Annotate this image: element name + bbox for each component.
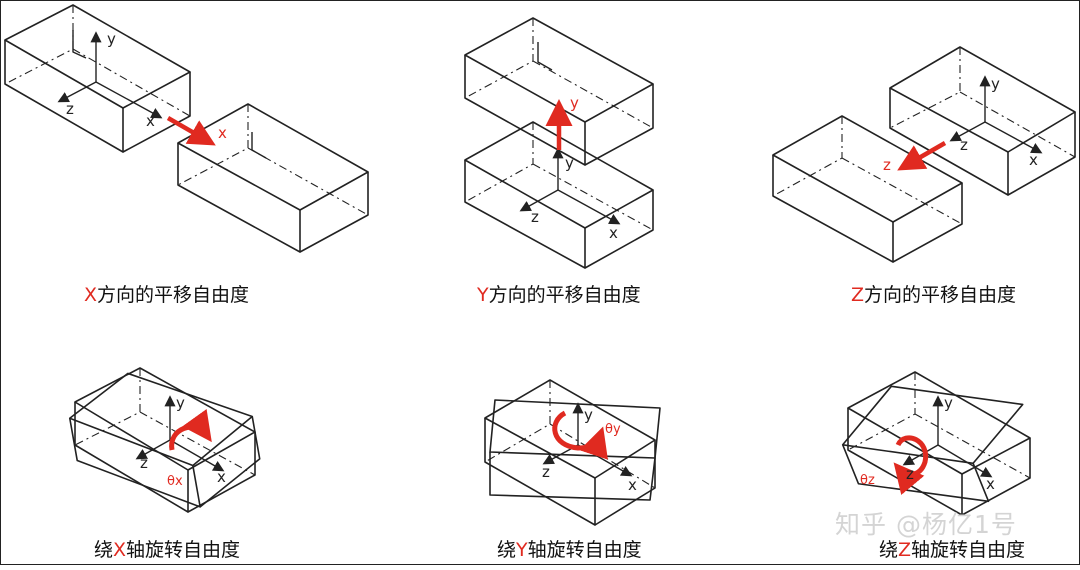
axis-label-x: x: [609, 224, 618, 242]
rotation-arrow-x: [169, 409, 212, 451]
box-moved: [772, 115, 963, 263]
theta-label-z: θz: [860, 473, 875, 488]
panel-y-translation: [464, 17, 654, 269]
axis-labels: y z x y z x y z x y z x y z x y z x: [66, 30, 1038, 494]
box-rotated: [489, 399, 661, 501]
panel-x-translation: [4, 4, 369, 253]
caption-y-translation: Y方向的平移自由度: [477, 280, 641, 307]
local-axes: [135, 395, 225, 472]
panel-z-translation: [772, 46, 1076, 263]
motion-labels: x y z θx θy θz: [167, 94, 891, 489]
axis-label-x: x: [1029, 151, 1038, 169]
local-axes: [949, 75, 1043, 154]
box-rotated: [68, 372, 261, 508]
panel-y-rotation: [484, 379, 661, 526]
caption-prefix: 绕: [879, 539, 899, 561]
caption-text: 轴旋转自由度: [911, 539, 1026, 561]
rotation-arrow-z: [893, 435, 929, 495]
caption-text: 轴旋转自由度: [126, 539, 241, 561]
caption-y-rotation: 绕Y轴旋转自由度: [497, 535, 642, 562]
caption-text: 方向的平移自由度: [864, 284, 1017, 306]
caption-text: 轴旋转自由度: [527, 539, 642, 561]
caption-text: 方向的平移自由度: [97, 284, 250, 306]
axis-label-y: y: [944, 394, 953, 412]
local-axes: [519, 147, 621, 225]
box-moved: [177, 103, 369, 253]
theta-label-x: θx: [167, 474, 183, 489]
axis-label-z: z: [140, 454, 148, 472]
axis-label-z: z: [542, 463, 550, 481]
caption-axis: X: [113, 539, 127, 561]
caption-prefix: 绕: [94, 539, 114, 561]
axis-label-x: x: [146, 112, 155, 130]
panel-x-rotation: [68, 367, 261, 513]
local-axes: [902, 395, 993, 478]
axis-label-x: x: [986, 475, 995, 493]
caption-x-rotation: 绕X轴旋转自由度: [94, 535, 240, 562]
axis-label-x: x: [217, 468, 226, 486]
theta-label-y: θy: [605, 422, 621, 437]
translation-arrow-x: [166, 116, 216, 146]
axis-label-z: z: [906, 465, 914, 483]
panel-z-rotation: [841, 371, 1031, 516]
motion-label-y: y: [570, 94, 579, 112]
rotation-arrow-y: [552, 410, 608, 460]
caption-axis: Z: [851, 284, 865, 306]
axis-label-z: z: [531, 208, 539, 226]
caption-text: 方向的平移自由度: [488, 284, 641, 306]
caption-axis: X: [84, 284, 98, 306]
translation-arrow-z: [897, 141, 947, 171]
axis-label-z: z: [66, 100, 74, 118]
caption-z-rotation: 绕Z轴旋转自由度: [879, 535, 1025, 562]
motion-label-x: x: [218, 124, 227, 142]
caption-prefix: 绕: [497, 539, 517, 561]
axis-label-x: x: [628, 476, 637, 494]
caption-axis: Y: [477, 284, 489, 306]
box-reference: [74, 367, 256, 513]
axis-label-y: y: [584, 406, 593, 424]
axis-label-z: z: [960, 136, 968, 154]
local-axes: [57, 31, 163, 119]
axis-label-y: y: [176, 394, 185, 412]
caption-axis: Y: [516, 539, 528, 561]
caption-x-translation: X方向的平移自由度: [84, 280, 249, 307]
motion-label-z: z: [883, 156, 891, 174]
box-upper: [464, 17, 654, 166]
axis-label-y: y: [565, 154, 574, 172]
box-original: [4, 4, 191, 153]
axis-label-y: y: [107, 30, 116, 48]
caption-axis: Z: [898, 539, 912, 561]
watermark: 知乎 @杨亿1号: [835, 510, 1017, 539]
caption-z-translation: Z方向的平移自由度: [851, 280, 1016, 307]
axis-label-y: y: [991, 75, 1000, 93]
